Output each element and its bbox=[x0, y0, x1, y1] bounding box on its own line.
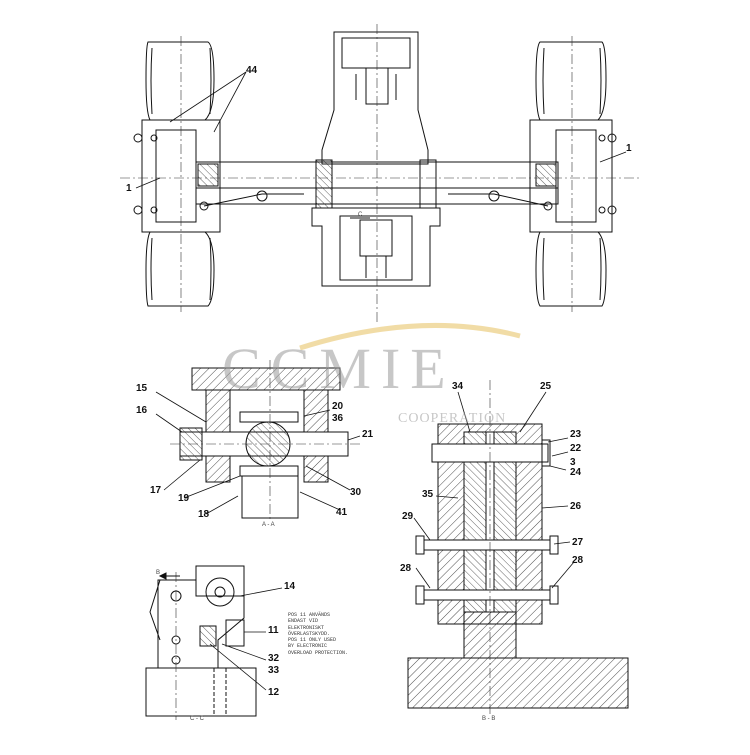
section-label-cc: C - C bbox=[190, 716, 204, 722]
overload-note: POS 11 ANVÄNDS ENDAST VID ELEKTRONISKT Ö… bbox=[288, 612, 349, 656]
section-mark-c: C bbox=[358, 212, 363, 218]
callout-34: 34 bbox=[452, 381, 464, 392]
callout-1-left: 1 bbox=[126, 183, 132, 194]
callout-27: 27 bbox=[572, 537, 584, 548]
watermark-arc bbox=[299, 323, 521, 351]
callout-32: 32 bbox=[268, 653, 280, 664]
callout-25: 25 bbox=[540, 381, 552, 392]
watermark-brand: CCMIE bbox=[222, 336, 456, 401]
callout-20: 20 bbox=[332, 401, 344, 412]
tire-top-right bbox=[535, 41, 607, 121]
callout-16: 16 bbox=[136, 405, 148, 416]
callout-19: 19 bbox=[178, 493, 190, 504]
section-mark-b: B bbox=[156, 570, 161, 576]
callout-17: 17 bbox=[150, 485, 162, 496]
callout-12: 12 bbox=[268, 687, 280, 698]
callout-11: 11 bbox=[268, 625, 279, 636]
callout-33: 33 bbox=[268, 665, 280, 676]
callout-21: 21 bbox=[362, 429, 374, 440]
section-label-aa: A - A bbox=[262, 522, 275, 528]
callout-23: 23 bbox=[570, 429, 582, 440]
tire-bottom-right bbox=[535, 231, 607, 307]
callout-35: 35 bbox=[422, 489, 434, 500]
callout-26: 26 bbox=[570, 501, 582, 512]
callout-24: 24 bbox=[570, 467, 582, 478]
callout-28-right: 28 bbox=[572, 555, 584, 566]
callout-30: 30 bbox=[350, 487, 362, 498]
callout-28-left: 28 bbox=[400, 563, 412, 574]
callout-1-right: 1 bbox=[626, 143, 632, 154]
callout-44: 44 bbox=[246, 65, 258, 76]
section-cc-view bbox=[145, 565, 283, 720]
section-aa-view bbox=[155, 360, 361, 522]
callout-18: 18 bbox=[198, 509, 210, 520]
callout-41: 41 bbox=[336, 507, 348, 518]
callout-22: 22 bbox=[570, 443, 582, 454]
top-axle-view bbox=[120, 24, 640, 322]
callout-36: 36 bbox=[332, 413, 344, 424]
watermark-subtitle: COOPERATION bbox=[398, 411, 507, 426]
callout-29: 29 bbox=[402, 511, 414, 522]
callout-15: 15 bbox=[136, 383, 148, 394]
section-bb-view bbox=[407, 380, 629, 716]
tire-top-left bbox=[145, 41, 215, 121]
section-label-bb: B - B bbox=[482, 716, 496, 722]
tire-bottom-left bbox=[145, 231, 215, 307]
callout-14: 14 bbox=[284, 581, 296, 592]
callout-3: 3 bbox=[570, 457, 576, 468]
